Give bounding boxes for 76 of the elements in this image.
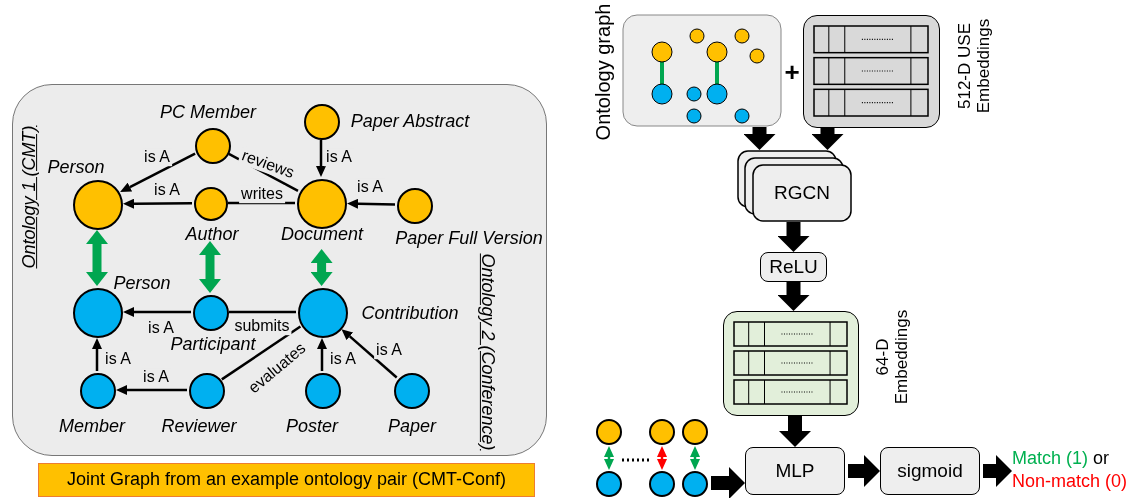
concept-name: PC Member <box>160 103 256 123</box>
block-arrow <box>848 455 880 487</box>
relation-line <box>221 325 302 381</box>
concept-name: Contribution <box>361 304 459 324</box>
arrow <box>316 140 326 177</box>
concept-name: Paper <box>388 417 436 437</box>
process-box: ReLU <box>760 252 827 282</box>
concept-circle <box>195 128 231 164</box>
arrow <box>123 307 191 317</box>
concept-circle <box>397 188 433 224</box>
block-arrow <box>743 127 776 150</box>
concept-name: Reviewer <box>161 417 237 437</box>
concept-circle <box>298 288 348 338</box>
embedding-matrix <box>723 311 859 416</box>
concept-name: Person <box>47 158 105 178</box>
concept-circle <box>596 419 622 445</box>
concept-circle <box>189 373 225 409</box>
concept-circle <box>649 419 675 445</box>
arrow <box>317 338 327 371</box>
arrow <box>690 446 700 470</box>
arrow <box>657 446 667 470</box>
arrow <box>92 338 102 371</box>
relation-line <box>228 152 299 192</box>
relation-line <box>229 310 296 314</box>
process-box: MLP <box>745 447 845 495</box>
embedding-matrix <box>803 15 940 128</box>
concept-circle <box>73 288 123 338</box>
side-label: Ontology 1 (CMT) <box>20 125 40 269</box>
concept-circle <box>596 471 622 497</box>
block-arrow <box>779 416 811 447</box>
side-label: Ontology 2 (Conference) <box>477 253 497 451</box>
concept-name: Paper Abstract <box>350 112 470 132</box>
edge-label: writes <box>239 185 285 203</box>
axis-caption: Ontology graph <box>592 3 614 141</box>
arrow <box>120 152 196 193</box>
arrow <box>123 198 192 209</box>
panel-background <box>12 84 547 456</box>
concept-name: Person <box>113 274 171 294</box>
match-arrow <box>310 249 333 286</box>
concept-circle <box>80 373 116 409</box>
result-text: Match (1) or Non-match (0) <box>1012 445 1140 495</box>
concept-circle <box>194 187 228 221</box>
arrow <box>347 198 396 209</box>
block-arrow <box>777 222 810 252</box>
arrow <box>116 385 187 395</box>
concept-circle <box>682 471 708 497</box>
concept-name: Member <box>59 417 125 437</box>
block-arrow <box>711 467 745 498</box>
plus-sign: + <box>784 57 800 87</box>
edge-label: is A <box>142 148 172 166</box>
arrow <box>604 446 614 470</box>
match-arrow <box>199 241 221 293</box>
caption-banner: Joint Graph from an example ontology pair (CMT-Conf) <box>38 463 535 497</box>
concept-name: Poster <box>286 417 338 437</box>
concept-circle <box>297 179 347 229</box>
relation-line <box>228 201 295 205</box>
arrow <box>341 329 398 379</box>
block-arrow <box>983 455 1012 487</box>
concept-circle <box>394 373 430 409</box>
axis-caption: 64-D Embeddings <box>874 308 912 407</box>
process-box: sigmoid <box>880 447 980 495</box>
concept-circle <box>193 295 229 331</box>
concept-circle <box>305 373 341 409</box>
concept-circle <box>73 180 123 230</box>
block-arrow <box>777 282 810 311</box>
edge-label: submits <box>232 317 292 335</box>
concept-circle <box>304 104 340 140</box>
block-arrow <box>811 128 844 150</box>
edge-label: is A <box>374 341 404 359</box>
match-arrow <box>86 230 108 286</box>
concept-name: Author <box>185 225 239 245</box>
concept-name: Paper Full Version <box>395 229 543 249</box>
concept-name: Document <box>281 225 363 245</box>
axis-caption: 512-D USE Embeddings <box>956 17 994 116</box>
concept-circle <box>682 419 708 445</box>
concept-circle <box>649 471 675 497</box>
